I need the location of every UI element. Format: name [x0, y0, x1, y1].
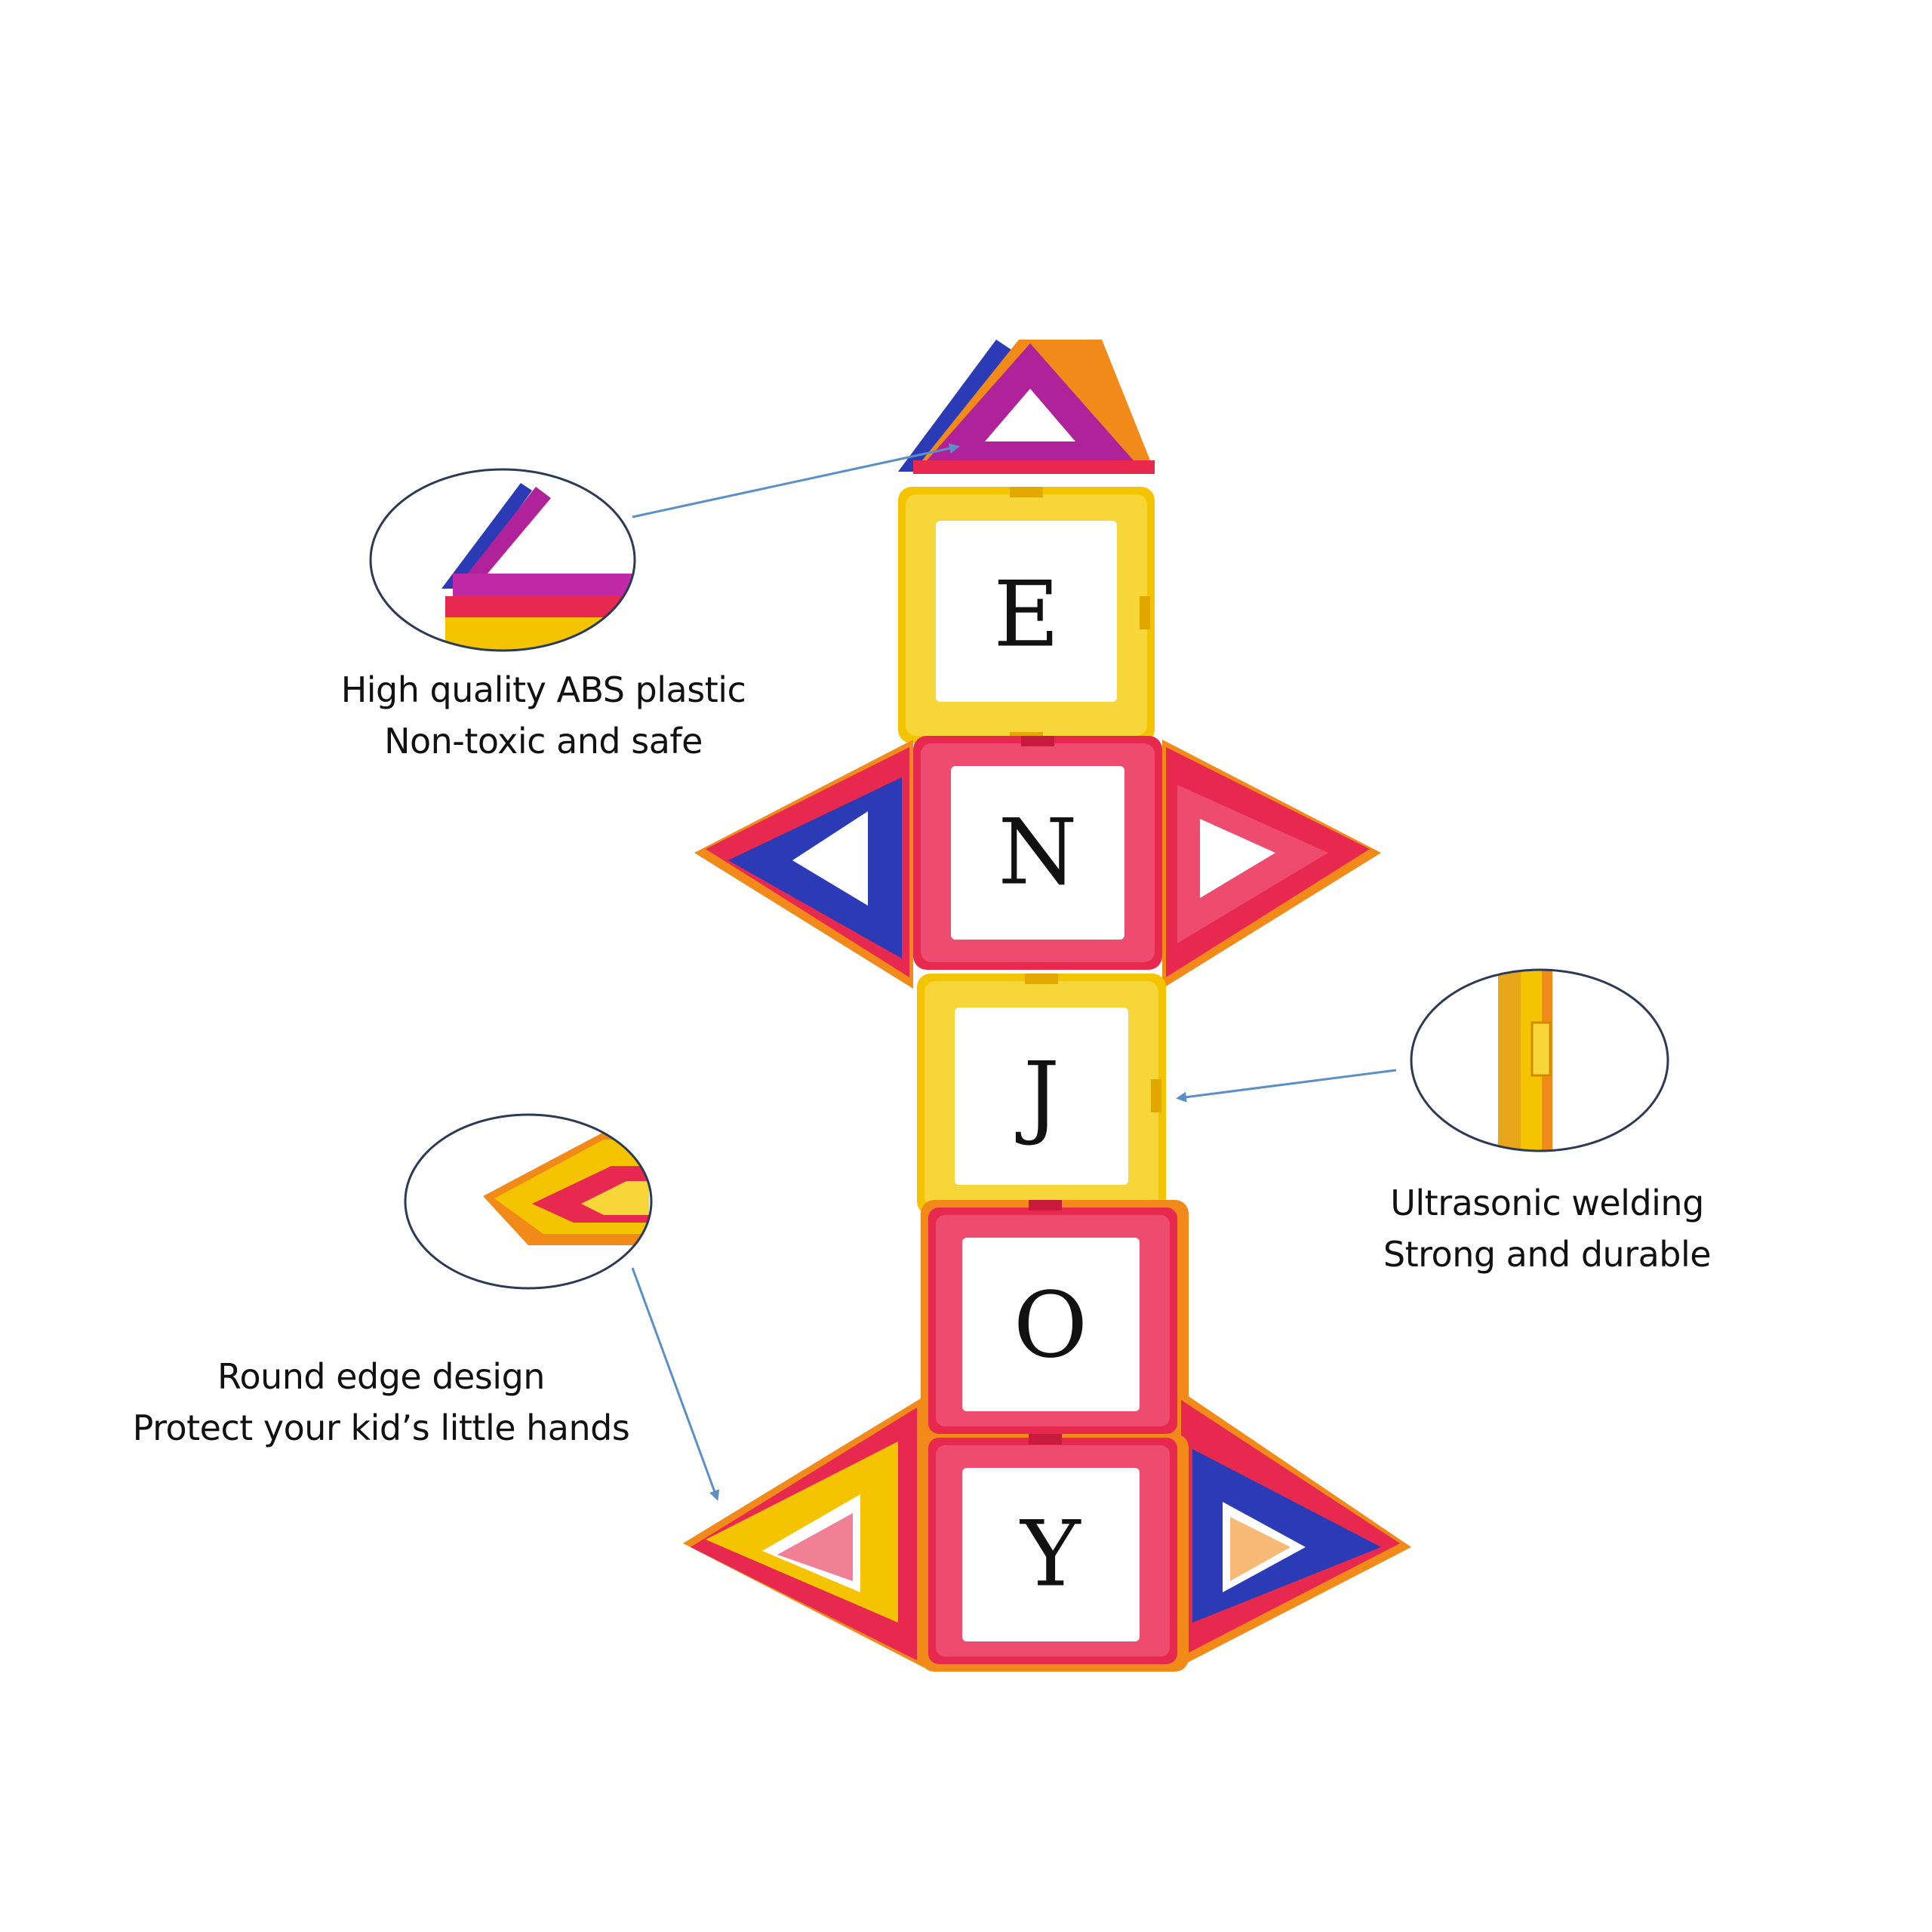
abs-zoom-circle [369, 468, 636, 652]
left-blue-triangle-tile [694, 740, 913, 989]
top-triangle-tile [898, 340, 1155, 474]
abs-caption: High quality ABS plastic Non-toxic and s… [317, 664, 770, 767]
welding-caption-line2: Strong and durable [1383, 1234, 1712, 1275]
letter-y: Y [1019, 1503, 1081, 1607]
right-blue-triangle-tile [1177, 1389, 1411, 1668]
welding-zoom-circle [1410, 968, 1669, 1152]
letter-block-j [917, 974, 1166, 1215]
round-edge-caption: Round edge design Protect your kid’s lit… [106, 1351, 657, 1454]
round-edge-zoom-circle [404, 1113, 653, 1290]
welding-caption-line1: Ultrasonic welding [1390, 1183, 1704, 1223]
letter-block-y [921, 1434, 1189, 1672]
abs-caption-line2: Non-toxic and safe [384, 721, 703, 761]
welding-arrow [1176, 1069, 1397, 1103]
letter-block-o [921, 1200, 1189, 1441]
round-edge-arrow [631, 1267, 720, 1501]
abs-arrow [632, 443, 960, 518]
letter-o: O [1014, 1274, 1088, 1379]
letter-block-n [913, 736, 1162, 970]
welding-caption: Ultrasonic welding Strong and durable [1366, 1177, 1728, 1280]
letter-e: E [993, 563, 1060, 668]
left-yellow-triangle-tile [683, 1396, 924, 1668]
round-edge-caption-line1: Round edge design [217, 1356, 545, 1397]
letter-n: N [998, 801, 1078, 906]
right-red-triangle-tile [1162, 740, 1381, 989]
round-edge-caption-line2: Protect your kid’s little hands [132, 1407, 630, 1448]
abs-caption-line1: High quality ABS plastic [340, 669, 746, 710]
